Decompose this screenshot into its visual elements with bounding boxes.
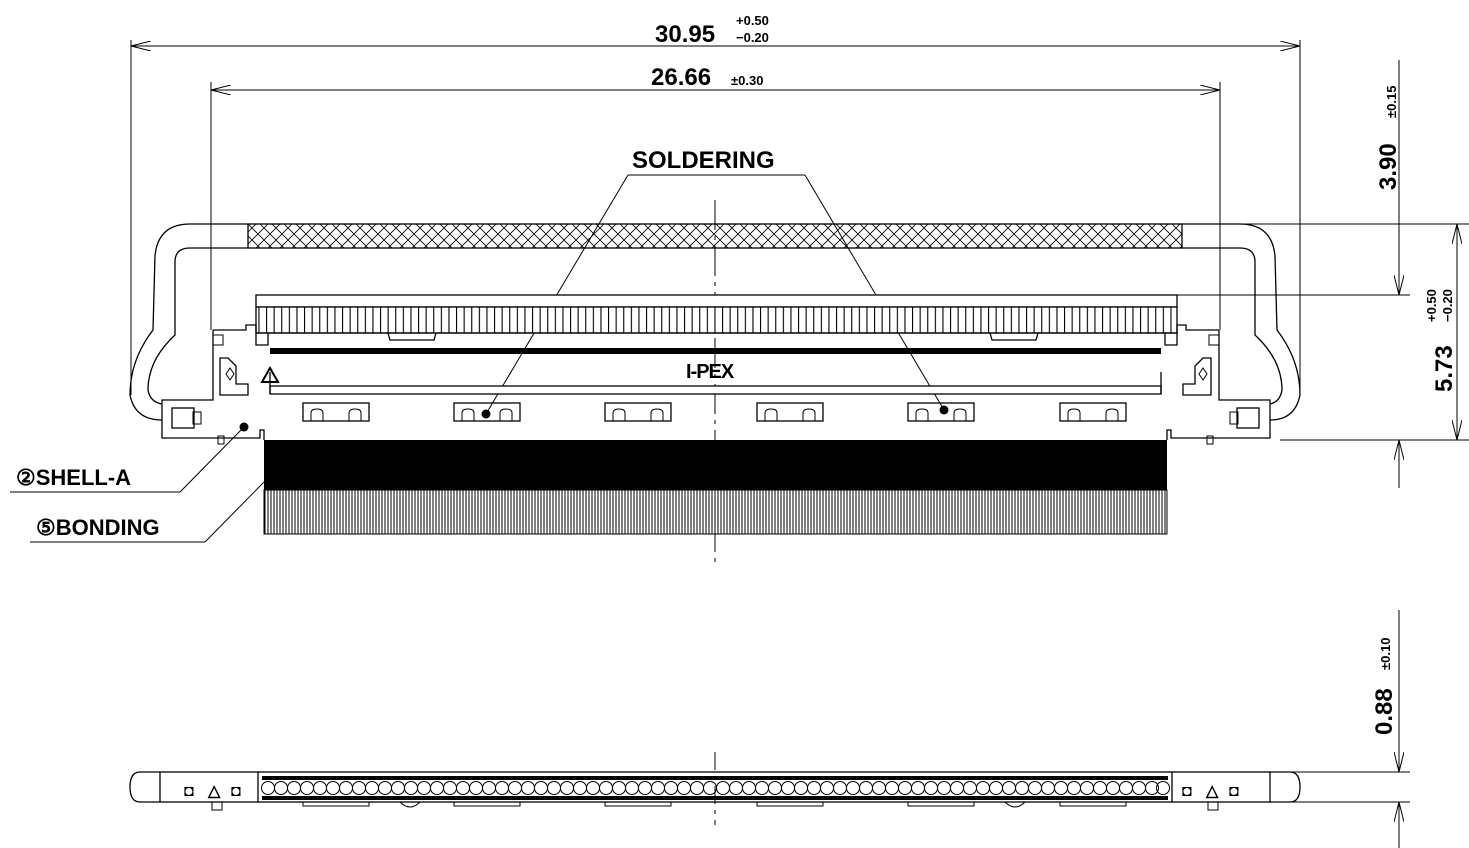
height-top-value: 3.90 [1375,143,1402,190]
side-left-mark-2: △ [207,783,221,800]
overall-width-tol-minus: −0.20 [736,30,769,45]
side-left-mark-1: ◘ [184,783,194,800]
shell-callout: ②SHELL-A [10,426,245,493]
side-right-mark-1: ◘ [1182,783,1192,800]
side-right-mark-3: ◘ [1229,783,1239,800]
soldering-label: SOLDERING [632,147,775,174]
thickness-value: 0.88 [1371,688,1398,735]
shell-outline [129,223,1301,421]
soldering-callout: SOLDERING [481,147,949,419]
overall-width-tol-plus: +0.50 [736,13,769,28]
height-body-tol-plus: +0.50 [1424,289,1439,322]
height-top-tol: ±0.15 [1384,86,1399,118]
dim-inner-width: 26.66 ±0.30 [210,64,1221,330]
dim-thickness: 0.88 ±0.10 [1278,610,1410,848]
side-right-mark-2: △ [1205,783,1219,800]
dim-overall-width: 30.95 +0.50 −0.20 [130,13,1301,395]
bonding-label: ⑤BONDING [36,515,160,540]
height-body-tol-minus: −0.20 [1440,289,1455,322]
thickness-tol: ±0.10 [1378,638,1393,670]
brand-label: I-PEX [686,361,735,383]
shell-label: ②SHELL-A [16,465,131,490]
side-view-circles [261,781,1170,795]
side-left-mark-3: ◘ [231,783,241,800]
contact-comb [255,294,1178,341]
cable-bonding [263,440,1168,535]
dim-height-top: 3.90 ±0.15 [1177,60,1469,296]
bonding-callout: ⑤BONDING [30,481,265,543]
inner-width-tol: ±0.30 [731,73,763,88]
overall-width-value: 30.95 [655,21,715,48]
height-body-value: 5.73 [1431,345,1458,392]
inner-width-value: 26.66 [651,64,711,91]
housing-body [161,324,1271,445]
solder-pads [302,402,1127,422]
dim-height-body: 5.73 +0.50 −0.20 [1280,224,1469,488]
